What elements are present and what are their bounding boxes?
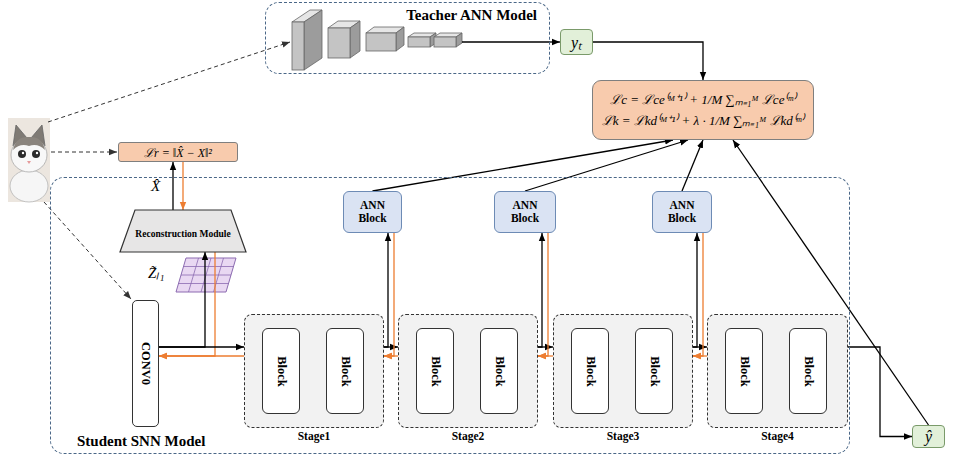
cnn-slab-front [408, 37, 430, 47]
gradient-arrow [538, 233, 548, 356]
cat-body [10, 170, 48, 202]
node-label: ℒk = ℒkd⁽ᴹ⁺¹⁾ + λ · 1/M ∑ₘ₌₁ᴹ ℒkd⁽ᵐ⁾ [602, 110, 805, 131]
feature-grid [176, 258, 236, 292]
cnn-slab-side [304, 10, 322, 70]
block-box: Block [480, 328, 518, 414]
block-box: Block [262, 328, 300, 414]
output-box: ŷ [912, 425, 945, 448]
cat-eye [18, 150, 26, 158]
cnn-slab-side [456, 33, 462, 47]
eye-glint [22, 152, 24, 154]
node-label: ANN Block [505, 199, 545, 225]
block-box: Block [416, 328, 454, 414]
flow-arrow [384, 233, 388, 347]
node-label: Teacher ANN Model [406, 7, 537, 24]
node-label: ℒc = ℒce⁽ᴹ⁺¹⁾ + 1/M ∑ₘ₌₁ᴹ ℒce⁽ᵐ⁾ [610, 89, 796, 110]
flow-arrow [682, 140, 703, 191]
node-label: Block [338, 356, 353, 387]
trapezoid-shape [120, 210, 246, 252]
flow-arrow [159, 346, 244, 347]
node-label: ANN Block [662, 199, 702, 225]
flow-arrow [525, 140, 688, 191]
node-label: Block [647, 356, 662, 387]
conv-layer: CONV0 [132, 300, 159, 427]
node-label: ANN Block [353, 199, 393, 225]
flow-arrow [848, 347, 912, 437]
symbol-label: Z̃ₗ₁ [148, 262, 165, 282]
node-label: Block [274, 356, 289, 387]
gradient-arrow [159, 252, 215, 356]
cat-image [8, 118, 50, 202]
cat-eye [32, 150, 40, 158]
block-box: Block [635, 328, 673, 414]
gradient-arrow [182, 162, 183, 210]
ann-block: ANN Block [494, 191, 556, 233]
node-label: Stage2 [399, 430, 537, 442]
cat-fur-patch [13, 137, 45, 150]
node-label: Stage1 [245, 430, 383, 442]
stage-box: Stage3BlockBlock [553, 314, 693, 428]
model-group: Teacher ANN Model [265, 2, 550, 74]
node-label: ŷ [925, 428, 932, 446]
input-arrow [48, 42, 290, 122]
input-arrow [44, 202, 131, 299]
model-group: Student SNN Model Reconstruction Module AN… [50, 177, 850, 454]
output-line [462, 41, 550, 42]
block-box: Block [725, 328, 763, 414]
stage-box: Stage4BlockBlock [707, 314, 848, 428]
node-label: Block [737, 356, 752, 387]
ann-block: ANN Block [652, 191, 712, 233]
node-label: ℒr = ‖X̂ − X‖² [144, 144, 212, 161]
node-label: Block [801, 356, 816, 387]
block-box: Block [571, 328, 609, 414]
cnn-slab-front [328, 28, 350, 58]
block-box: Block [326, 328, 364, 414]
node-label: Block [428, 356, 443, 387]
flow-arrow [693, 233, 697, 347]
cnn-slab-front [366, 33, 396, 51]
input-arrow [51, 152, 117, 153]
reconstruction-module: Reconstruction Module [120, 210, 246, 252]
gradient-arrow [159, 355, 244, 356]
node-label: Student SNN Model [77, 433, 205, 450]
cnn-slab-front [292, 22, 304, 70]
cat-nose [27, 161, 31, 164]
flow-arrow [373, 140, 673, 191]
node-label: Block [492, 356, 507, 387]
grid-plane [176, 258, 236, 292]
photo-ground [8, 118, 50, 202]
symbol-label: X̂ [151, 178, 160, 195]
flow-arrow [172, 162, 173, 210]
node-label: Stage4 [708, 430, 847, 442]
stage-box: Stage2BlockBlock [398, 314, 538, 428]
cnn-slab-front [434, 37, 456, 47]
flow-arrow [550, 41, 560, 42]
node-label: Block [583, 356, 598, 387]
loss-box: ℒr = ‖X̂ − X‖² [118, 142, 238, 162]
stage-box: Stage1BlockBlock [244, 314, 384, 428]
flow-arrow [538, 233, 542, 347]
gradient-arrow [693, 233, 703, 356]
node-label: Stage3 [554, 430, 692, 442]
eye-glint [36, 152, 38, 154]
cnn-slab-side [396, 27, 404, 51]
output-box: yₜ [560, 29, 593, 55]
flow-arrow [593, 42, 703, 80]
cnn-slab-side [350, 21, 360, 58]
flow-arrow [159, 252, 205, 347]
loss-box: ℒc = ℒce⁽ᴹ⁺¹⁾ + 1/M ∑ₘ₌₁ᴹ ℒce⁽ᵐ⁾ℒk = ℒkd… [592, 80, 815, 140]
block-box: Block [789, 328, 827, 414]
node-label: Reconstruction Module [135, 229, 230, 240]
grid-lines [179, 258, 234, 292]
node-label: CONV0 [138, 342, 153, 385]
gradient-arrow [384, 233, 394, 356]
ann-block: ANN Block [343, 191, 402, 233]
node-label: yₜ [571, 31, 582, 53]
